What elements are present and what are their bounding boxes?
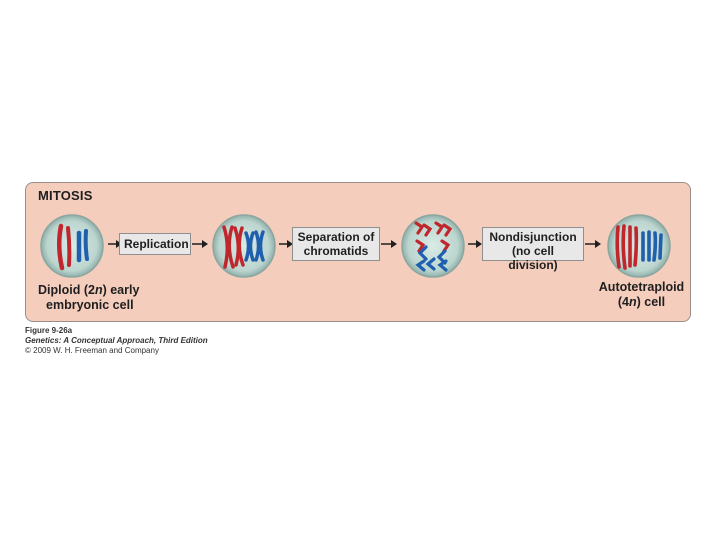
separation-label-line1: Separation of bbox=[297, 230, 375, 244]
cell-body bbox=[212, 214, 276, 278]
red-chromatid-pair bbox=[222, 225, 245, 269]
replicated-cell bbox=[211, 213, 277, 279]
arrow-icon bbox=[585, 239, 601, 249]
copyright: © 2009 W. H. Freeman and Company bbox=[25, 346, 159, 355]
autotetraploid-label: Autotetraploid (4n) cell bbox=[598, 280, 685, 309]
separation-label-line2: chromatids bbox=[303, 244, 369, 258]
arrow-icon bbox=[279, 239, 293, 249]
red-chromosome bbox=[66, 226, 72, 267]
diploid-label: Diploid (2n) early embryonic cell bbox=[38, 283, 140, 312]
arrow-icon bbox=[381, 239, 397, 249]
blue-chromatid-pair bbox=[244, 230, 265, 262]
separation-step: Separation of chromatids bbox=[292, 227, 380, 261]
replication-label: Replication bbox=[124, 237, 189, 251]
panel-title: MITOSIS bbox=[38, 188, 93, 203]
red-chromosomes bbox=[615, 224, 639, 270]
blue-chromosomes bbox=[641, 230, 663, 262]
arrow-icon bbox=[468, 239, 482, 249]
book-title: Genetics: A Conceptual Approach, Third E… bbox=[25, 336, 208, 345]
separation-cell bbox=[400, 213, 466, 279]
nondisjunction-label-line1: Nondisjunction bbox=[489, 230, 577, 244]
mitosis-panel: MITOSIS Replication bbox=[25, 182, 691, 322]
arrow-icon bbox=[192, 239, 208, 249]
figure-number: Figure 9-26a bbox=[25, 326, 73, 335]
blue-chromosome bbox=[83, 229, 89, 261]
replication-step: Replication bbox=[119, 233, 191, 255]
blue-chromatids bbox=[415, 245, 448, 272]
nondisjunction-label-line2: (no cell division) bbox=[508, 244, 558, 272]
cell-body bbox=[40, 214, 104, 278]
figure-caption: Figure 9-26a Genetics: A Conceptual Appr… bbox=[25, 326, 208, 356]
diploid-cell bbox=[39, 213, 105, 279]
autotetraploid-cell bbox=[606, 213, 672, 279]
red-chromatids bbox=[414, 221, 453, 253]
red-chromosome bbox=[57, 223, 65, 271]
nondisjunction-step: Nondisjunction (no cell division) bbox=[482, 227, 584, 272]
